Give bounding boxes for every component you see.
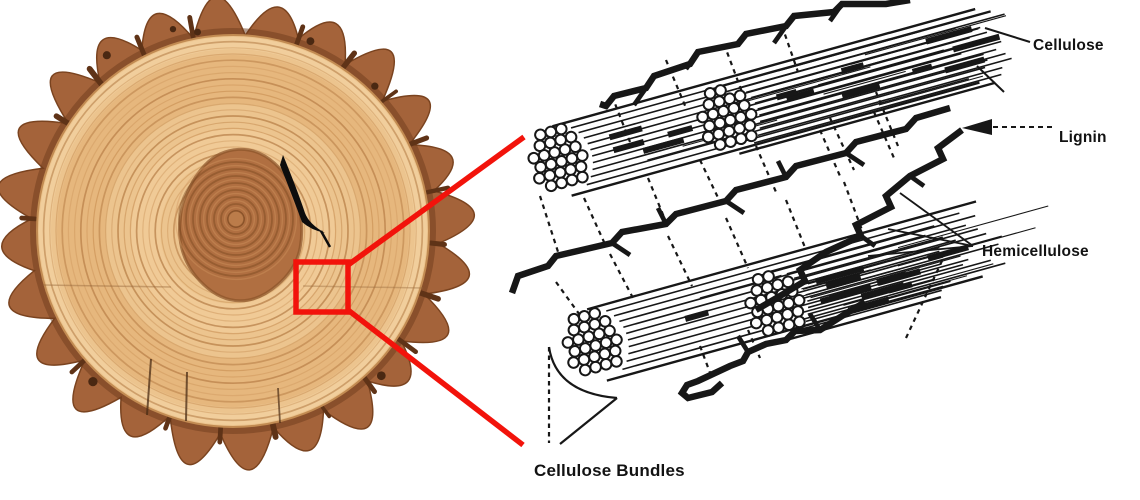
lignin-chain-bottom <box>677 299 867 402</box>
hemicellulose-pointer-line <box>899 192 974 247</box>
heartwood <box>174 147 304 303</box>
hemicellulose-strand <box>905 247 949 339</box>
zoom-box <box>293 259 351 315</box>
hemicellulose-strand <box>699 159 723 207</box>
cellulose-pointer-line <box>984 27 1031 43</box>
log-cross-section <box>0 0 476 471</box>
hemicellulose-strand <box>555 281 583 319</box>
hemicellulose-strand <box>724 217 750 269</box>
label-cellulose: Cellulose <box>1033 37 1104 54</box>
lignin-chain <box>754 127 964 313</box>
hemicellulose-strand <box>874 91 900 147</box>
hemicellulose-strand <box>538 195 562 259</box>
cellulose-bundle <box>696 10 1012 155</box>
label-lignin: Lignin <box>1059 129 1107 146</box>
zoom-line-top <box>346 134 526 268</box>
zoom-line-bottom <box>346 307 525 448</box>
hemicellulose-strand <box>609 253 635 301</box>
lignin-arrowhead <box>962 119 992 135</box>
hemicellulose-strand <box>784 199 808 251</box>
hemicellulose-strand <box>667 235 693 287</box>
hemicellulose-strand <box>829 117 855 171</box>
label-cellulose-bundles: Cellulose Bundles <box>534 461 685 480</box>
hemicellulose-strand <box>582 197 606 243</box>
hemicellulose-strand <box>646 177 668 223</box>
cellulose-bundle <box>527 7 988 197</box>
bundles-pointer-curve <box>547 346 618 400</box>
cell-wall-structure-drawing <box>508 0 1052 445</box>
bark-crack <box>280 155 325 233</box>
zoom-callout <box>293 134 526 448</box>
label-hemicellulose: Hemicellulose <box>982 243 1089 260</box>
